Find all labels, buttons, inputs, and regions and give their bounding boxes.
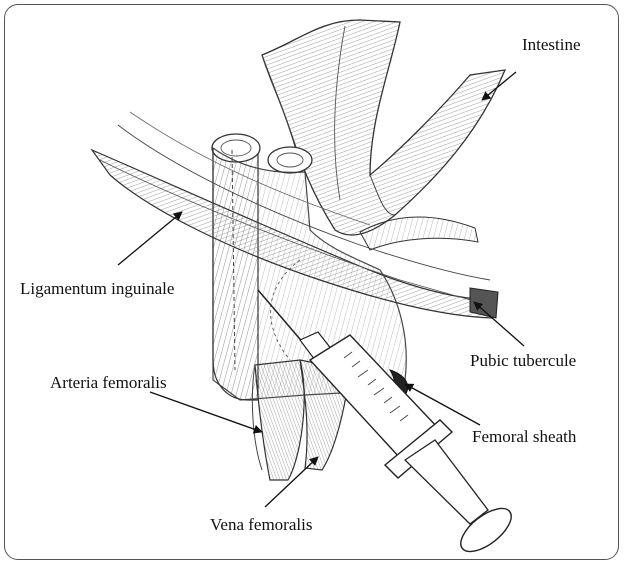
label-ligamentum-inguinale: Ligamentum inguinale xyxy=(20,280,174,297)
ligamentum-arrow xyxy=(118,212,182,265)
pubic-tubercule-arrow xyxy=(474,302,524,346)
label-femoral-sheath: Femoral sheath xyxy=(472,428,576,445)
label-intestine: Intestine xyxy=(522,36,581,53)
label-pubic-tubercule: Pubic tubercule xyxy=(470,352,576,369)
label-vena-femoralis: Vena femoralis xyxy=(210,516,312,533)
label-arteria-femoralis: Arteria femoralis xyxy=(50,374,167,391)
